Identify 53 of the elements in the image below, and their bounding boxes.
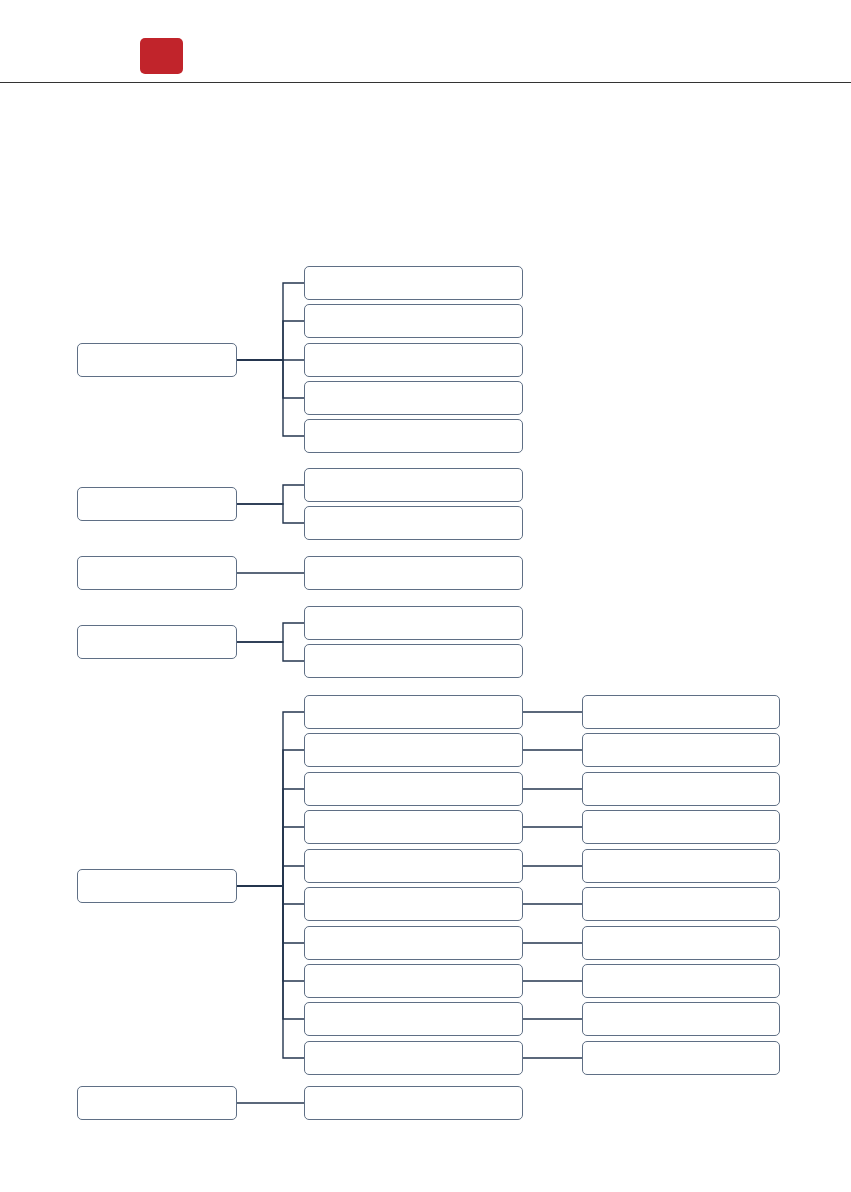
empty-box [582, 810, 780, 844]
empty-box [304, 1041, 523, 1075]
empty-box [582, 772, 780, 806]
empty-box [304, 810, 523, 844]
empty-box [582, 926, 780, 960]
connector-line [236, 641, 305, 662]
empty-box [77, 487, 237, 521]
empty-box [304, 381, 523, 415]
empty-box [304, 556, 523, 590]
empty-box [304, 772, 523, 806]
empty-box [582, 695, 780, 729]
connector-line [236, 1102, 305, 1104]
empty-box [304, 849, 523, 883]
empty-box [304, 644, 523, 678]
empty-box [304, 695, 523, 729]
empty-box [582, 887, 780, 921]
empty-box [304, 887, 523, 921]
connector-line [522, 903, 583, 905]
empty-box [304, 343, 523, 377]
empty-box [304, 419, 523, 453]
connector-line [236, 572, 305, 574]
empty-box [582, 733, 780, 767]
empty-box [77, 869, 237, 903]
empty-box [582, 1002, 780, 1036]
connector-line [522, 942, 583, 944]
empty-box [304, 266, 523, 300]
connector-line [522, 1018, 583, 1020]
connector-line [522, 980, 583, 982]
empty-box [77, 625, 237, 659]
empty-box [304, 606, 523, 640]
empty-box [304, 733, 523, 767]
connector-line [522, 711, 583, 713]
connector-line [522, 1057, 583, 1059]
empty-box [582, 964, 780, 998]
connector-line [522, 826, 583, 828]
connector-line [522, 865, 583, 867]
empty-box [77, 1086, 237, 1120]
empty-box [304, 304, 523, 338]
connector-line [236, 503, 305, 524]
empty-box [304, 506, 523, 540]
connector-line [522, 788, 583, 790]
connector-line [522, 749, 583, 751]
empty-box [77, 556, 237, 590]
empty-box [582, 1041, 780, 1075]
empty-box [304, 1086, 523, 1120]
empty-box [304, 926, 523, 960]
empty-box [304, 1002, 523, 1036]
empty-box [582, 849, 780, 883]
empty-box [304, 468, 523, 502]
empty-box [77, 343, 237, 377]
connector-line [236, 359, 305, 437]
connector-line [236, 885, 305, 1059]
empty-box [304, 964, 523, 998]
